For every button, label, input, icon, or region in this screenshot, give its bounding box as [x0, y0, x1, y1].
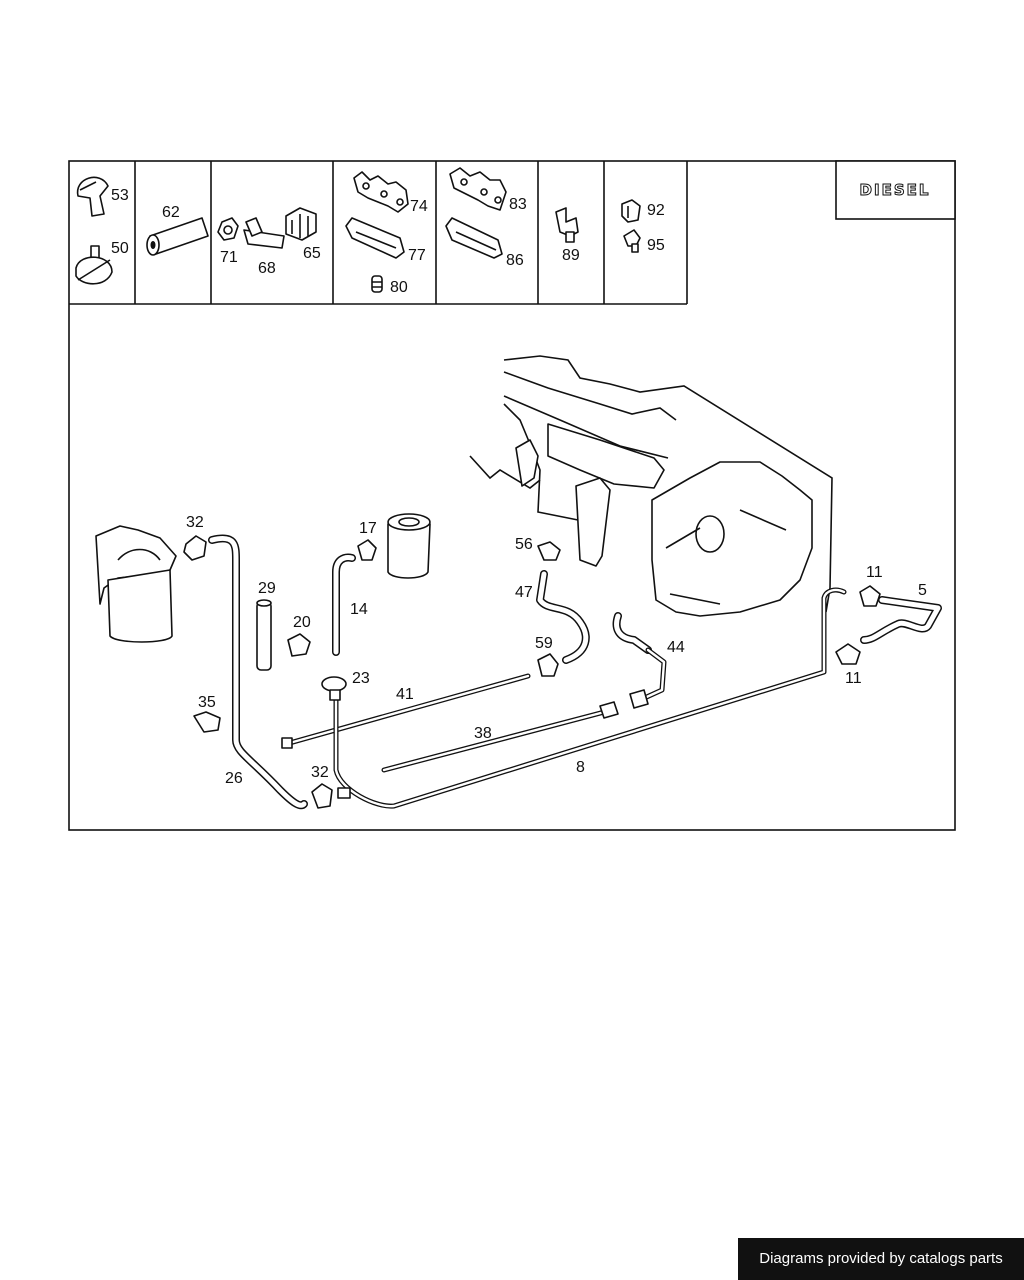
clamp-icon-53 [77, 176, 109, 217]
line-44-fitting [629, 647, 667, 709]
bracket-icon-86 [445, 217, 503, 259]
callout-11-bottom: 11 [845, 670, 862, 687]
callout-38: 38 [474, 725, 492, 742]
clamp-32-bottom [311, 783, 351, 809]
holder-icon-65 [285, 207, 317, 241]
label-74: 74 [410, 198, 428, 215]
callout-32-lower: 32 [311, 764, 329, 781]
pipe-38 [381, 701, 619, 773]
clamp-35 [193, 711, 221, 733]
connector-icon-89 [555, 207, 579, 243]
callout-59: 59 [535, 635, 553, 652]
label-50: 50 [111, 240, 129, 257]
clip-strip-icon-74 [353, 171, 409, 213]
callout-5: 5 [918, 582, 927, 599]
callout-8: 8 [576, 759, 585, 776]
label-83: 83 [509, 196, 527, 213]
callout-29: 29 [258, 580, 276, 597]
label-62: 62 [162, 204, 180, 221]
label-53: 53 [111, 187, 129, 204]
pipe-8 [333, 587, 847, 809]
callout-17: 17 [359, 520, 377, 537]
clip-icon-92 [621, 199, 641, 223]
nut-icon-71 [217, 217, 239, 241]
label-68: 68 [258, 260, 276, 277]
label-95: 95 [647, 237, 665, 254]
callout-14: 14 [350, 601, 368, 618]
label-86: 86 [506, 252, 524, 269]
callout-47: 47 [515, 584, 533, 601]
hose-5 [860, 596, 942, 644]
clip-strip-icon-83 [449, 167, 507, 211]
label-65: 65 [303, 245, 321, 262]
hose-14 [332, 553, 356, 656]
legend-grid [69, 161, 688, 305]
grommet-icon-95 [623, 229, 641, 253]
bracket-icon-68 [243, 217, 285, 249]
label-92: 92 [647, 202, 665, 219]
callout-20: 20 [293, 614, 311, 631]
plug-icon-80 [371, 275, 383, 293]
callout-32: 32 [186, 514, 204, 531]
fuel-prefilter-cup [387, 513, 431, 579]
label-71: 71 [220, 249, 238, 266]
sleeve-icon-62 [146, 217, 209, 256]
callout-56: 56 [515, 536, 533, 553]
diesel-badge: DIESEL [835, 160, 956, 220]
label-89: 89 [562, 247, 580, 264]
fuel-filter-housing [95, 525, 177, 643]
callout-44: 44 [667, 639, 685, 656]
clamp-59 [537, 653, 559, 677]
hose-26 [208, 534, 308, 810]
callout-41: 41 [396, 686, 414, 703]
sleeve-29 [256, 599, 272, 671]
clamp-17 [357, 539, 377, 561]
label-77: 77 [408, 247, 426, 264]
fitting-23 [321, 676, 347, 701]
hose-44 [612, 612, 652, 654]
label-80: 80 [390, 279, 408, 296]
pipe-41 [281, 673, 531, 749]
hose-47 [536, 570, 590, 664]
bracket-icon-77 [345, 217, 405, 259]
callout-23: 23 [352, 670, 370, 687]
clamp-11-bottom [835, 643, 861, 665]
diesel-label: DIESEL [860, 181, 931, 199]
clamp-11-top [859, 585, 881, 607]
clamp-icon-50 [75, 245, 113, 285]
diagram-frame [68, 160, 956, 831]
clamp-32-top [183, 535, 207, 561]
callout-26: 26 [225, 770, 243, 787]
fuel-tank-outline [469, 355, 833, 617]
clamp-56 [537, 541, 561, 561]
callout-11-top: 11 [866, 564, 883, 581]
callout-35: 35 [198, 694, 216, 711]
clamp-20 [287, 633, 311, 657]
attribution-footer: Diagrams provided by catalogs parts [738, 1238, 1024, 1280]
